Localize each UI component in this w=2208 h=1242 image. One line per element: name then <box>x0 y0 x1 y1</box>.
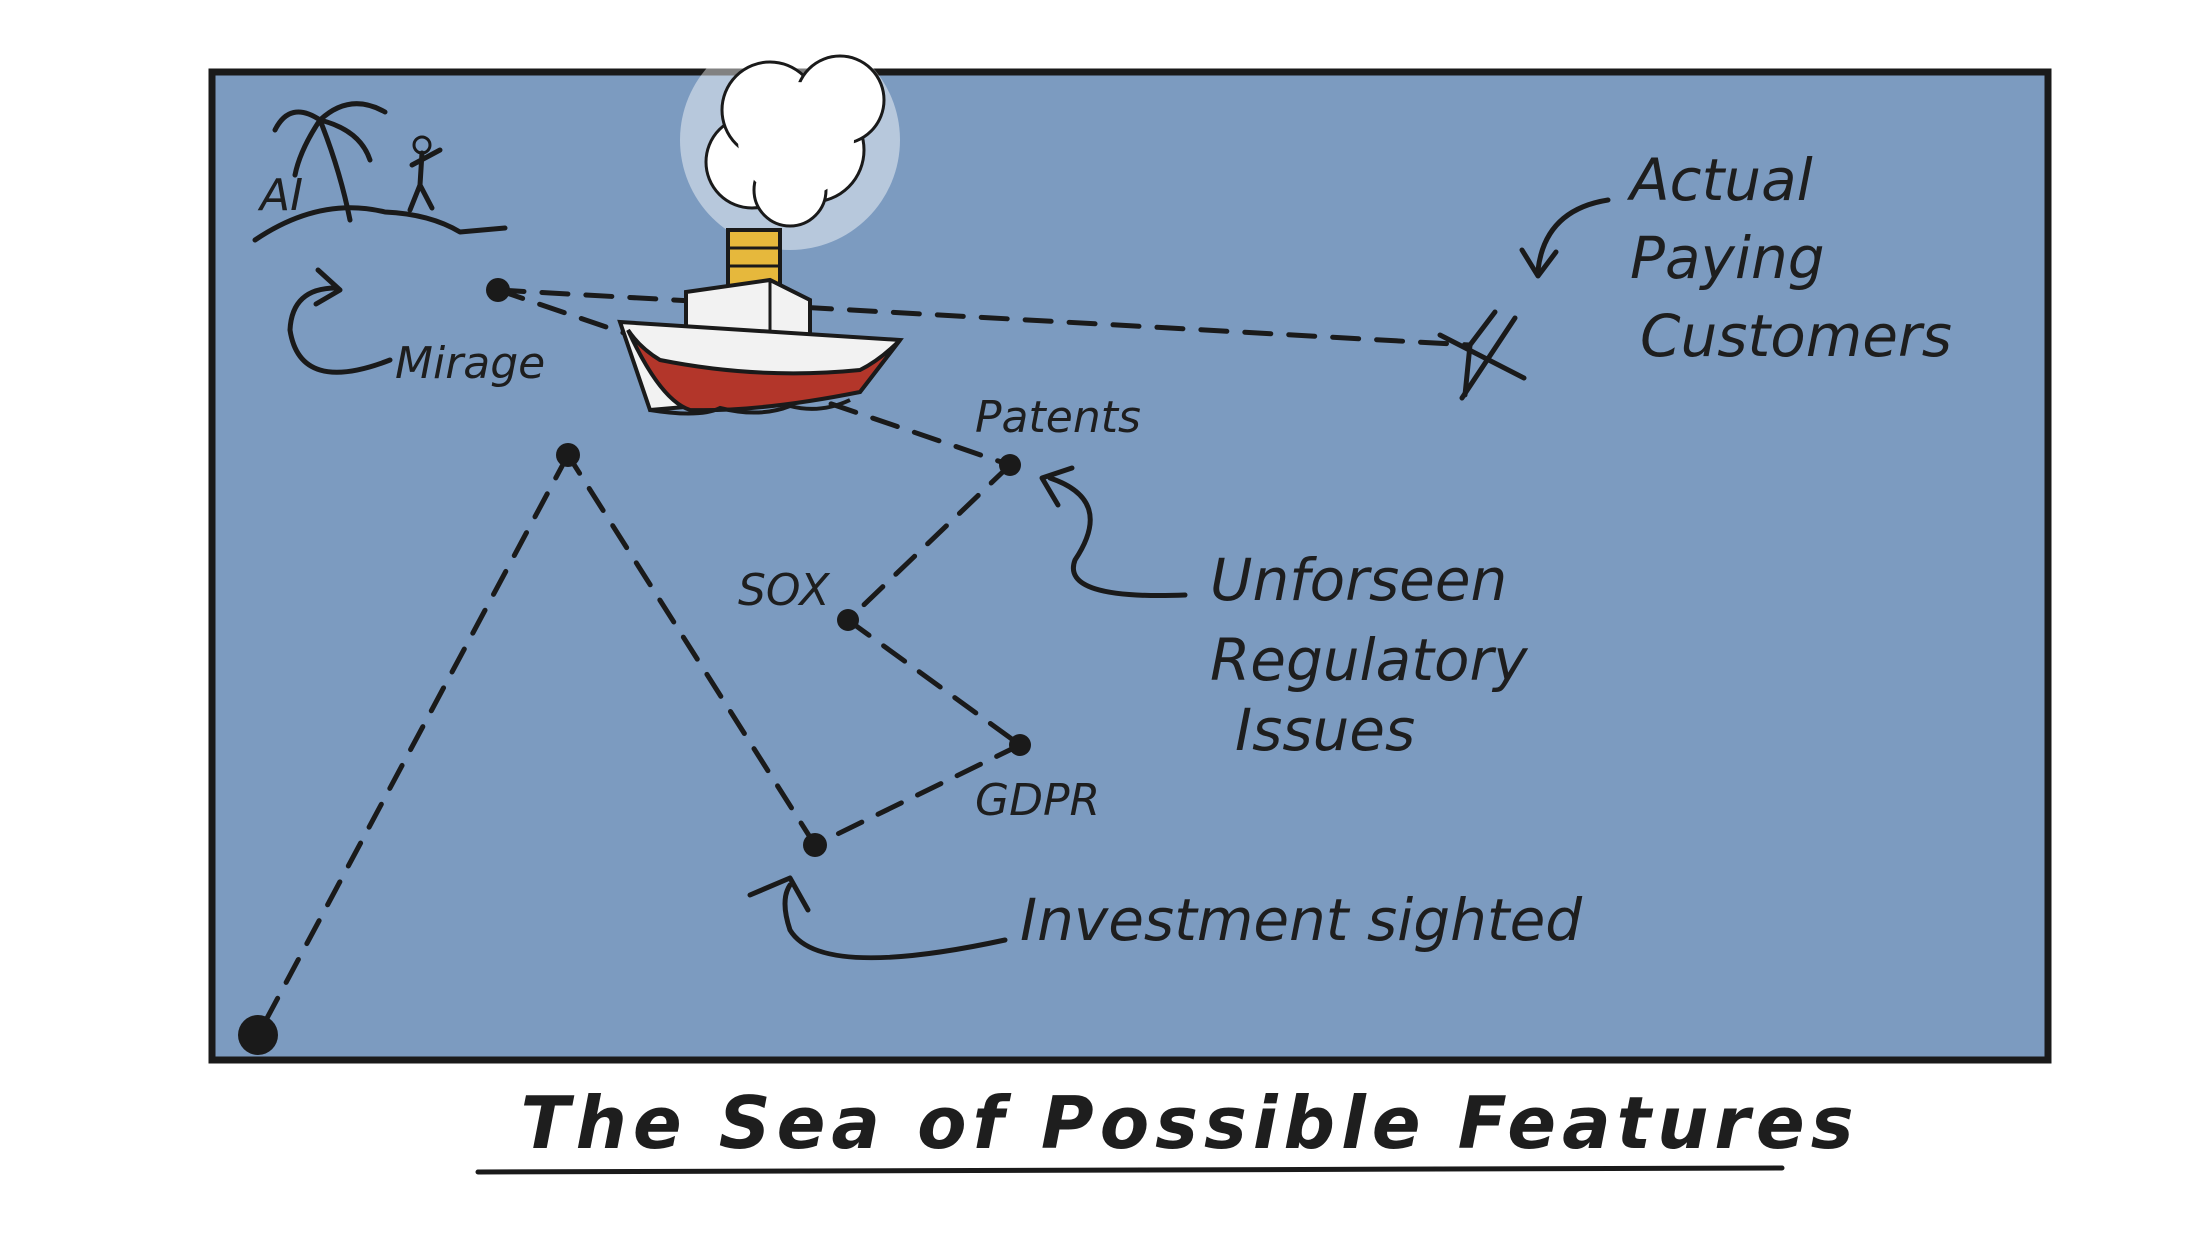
arrow-mirage-icon <box>287 267 393 375</box>
label-paying: Paying <box>1630 224 1825 292</box>
sea-area <box>208 68 2052 1064</box>
waypoint-gdpr <box>1009 734 1031 756</box>
island-icon <box>252 101 508 243</box>
waypoint-sox <box>837 609 859 631</box>
arrow-customers-icon <box>1519 197 1611 279</box>
label-actual: Actual <box>1626 146 1813 214</box>
waypoint-mirage <box>486 278 510 302</box>
arrow-investment-icon <box>747 875 1008 961</box>
label-sox: SOX <box>738 565 830 616</box>
label-ai: AI <box>257 170 303 221</box>
label-investment-sighted: Investment sighted <box>1020 886 1583 954</box>
label-issues: Issues <box>1235 696 1415 764</box>
title-underline <box>475 1165 1785 1175</box>
label-regulatory: Regulatory <box>1210 626 1528 694</box>
x-mark-icon <box>1437 309 1527 401</box>
waypoint-start <box>238 1015 278 1055</box>
route-lines <box>255 287 1473 1038</box>
boat-icon <box>617 228 904 416</box>
waypoint-investment <box>803 833 827 857</box>
waypoint-patents <box>999 454 1021 476</box>
label-gdpr: GDPR <box>975 775 1100 826</box>
label-unforseen: Unforseen <box>1210 546 1507 614</box>
smoke-cloud <box>680 30 900 250</box>
arrow-regulatory-icon <box>1039 465 1188 599</box>
page-title: The Sea of Possible Features <box>520 1081 1859 1165</box>
label-mirage: Mirage <box>395 338 545 389</box>
label-customers: Customers <box>1640 302 1952 370</box>
label-patents: Patents <box>975 392 1141 443</box>
waypoint-peak <box>556 443 580 467</box>
